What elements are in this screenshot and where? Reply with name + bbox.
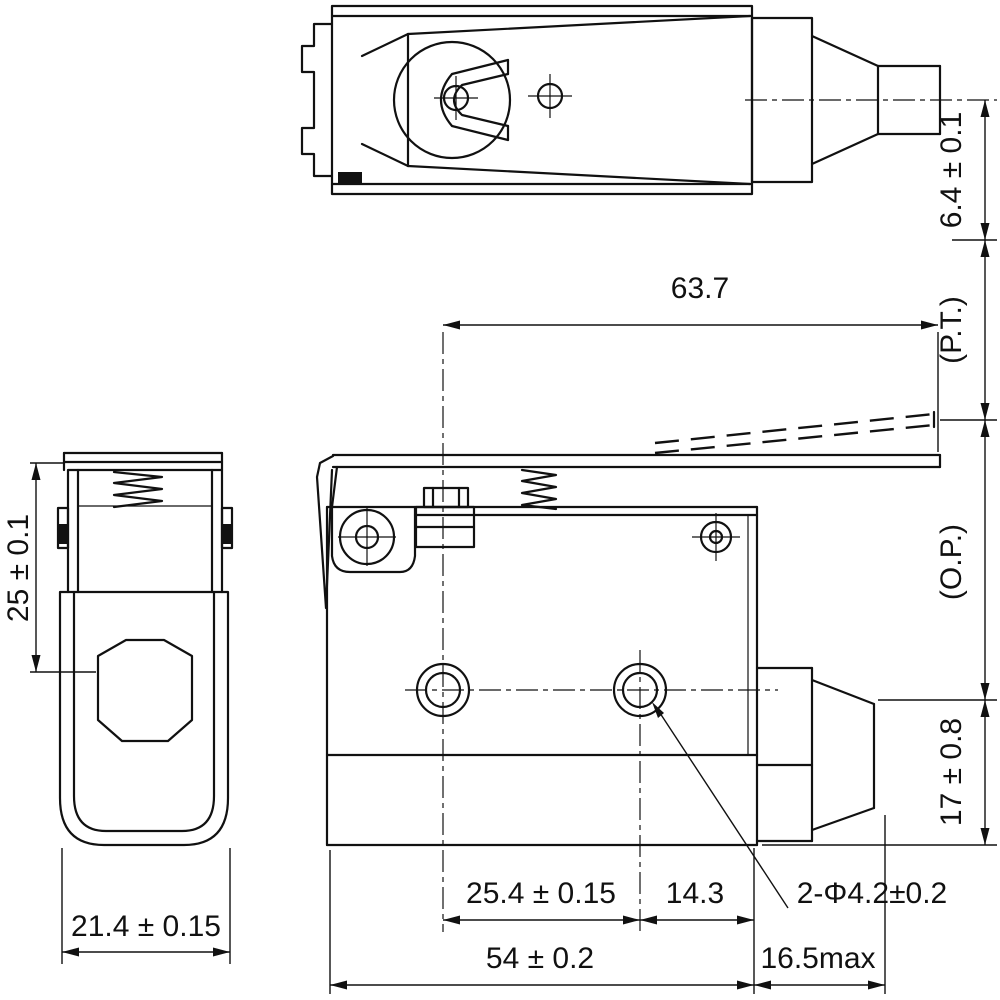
dim-lever-length: 63.7	[671, 272, 729, 305]
pivot-bracket	[330, 465, 417, 574]
lever-spring-clip	[439, 58, 510, 142]
dim-plunger-height: 17 ± 0.8	[935, 718, 968, 826]
hinge-bracket	[300, 22, 334, 178]
front-view	[315, 410, 942, 847]
rivet-crosshair-2	[528, 74, 572, 118]
dim-hole-pitch: 25.4 ± 0.15	[466, 877, 616, 910]
lever-loop-outer	[58, 590, 230, 847]
side-plunger	[755, 666, 876, 843]
lever-released-position	[654, 410, 936, 455]
dim-side-height: 25 ± 0.1	[2, 514, 35, 622]
label-operating-position: (O.P.)	[935, 524, 968, 600]
return-spring	[520, 468, 558, 511]
side-tab-left	[56, 506, 70, 550]
plunger-cross-section	[96, 638, 194, 743]
pivot-crosshair	[338, 508, 396, 566]
side-body	[66, 468, 224, 594]
actuator-block	[414, 486, 476, 549]
latch-mark	[338, 172, 362, 185]
lever-roller	[392, 40, 512, 160]
lever-loop-inner	[72, 590, 216, 833]
screw-crosshair	[692, 513, 740, 561]
dim-body-length: 54 ± 0.2	[486, 942, 594, 975]
dim-hole-to-edge: 14.3	[666, 877, 724, 910]
top-view	[300, 4, 997, 196]
side-tab-right	[220, 506, 234, 550]
dim-hole-callout: 2-Φ4.2±0.2	[797, 877, 947, 910]
dim-plunger-free-position: 6.4 ± 0.1	[935, 112, 968, 229]
dimensions: 63.7 6.4 ± 0.1 (P.T.) (O.P.) 17 ± 0.8 25…	[2, 100, 997, 994]
label-pretravel: (P.T.)	[935, 296, 968, 364]
dim-plunger-side-max: 16.5max	[760, 942, 875, 975]
lever-hook	[315, 454, 335, 610]
side-spring	[112, 470, 164, 509]
dim-side-width: 21.4 ± 0.15	[71, 910, 221, 943]
side-view	[56, 451, 234, 847]
rivet-crosshair-1	[434, 76, 478, 120]
